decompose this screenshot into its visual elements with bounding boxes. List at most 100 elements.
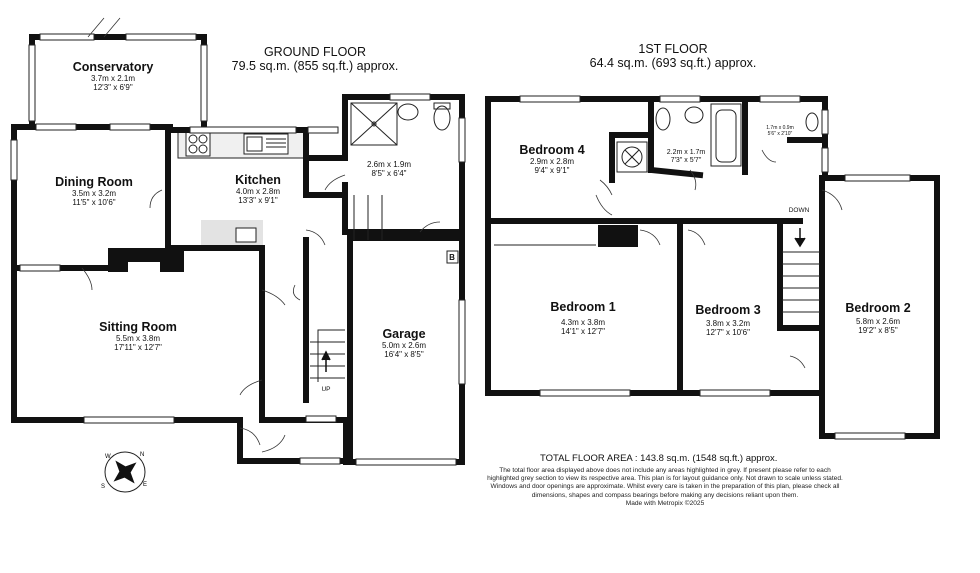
room-imperial: 16'4" x 8'5": [384, 350, 424, 359]
conservatory-window: [200, 44, 208, 122]
ground-stairs: [310, 195, 383, 382]
room-metric: 5.8m x 2.6m: [855, 317, 901, 326]
shower-tray: [350, 102, 398, 146]
room-imperial: 12'3" x 6'9": [93, 83, 133, 92]
door-swing: [821, 189, 843, 211]
wc-toilet-icon: [805, 112, 819, 132]
door-swing: [81, 267, 93, 291]
wall: [647, 166, 704, 179]
credit-text: Made with Metropix ©2025: [625, 499, 705, 507]
room-name: Garage: [382, 327, 426, 341]
room-imperial: 19'2" x 8'5": [858, 326, 898, 335]
room-metric: 5.5m x 3.8m: [115, 334, 161, 343]
ground-floor-area: 79.5 sq.m. (855 sq.ft.) approx.: [231, 59, 399, 73]
boiler-label: B: [449, 253, 455, 262]
window: [10, 139, 18, 181]
door-swing: [149, 189, 163, 209]
room-imperial: 5'6" x 2'10": [767, 131, 793, 137]
first-floor-area: 64.4 sq.m. (693 sq.ft.) approx.: [589, 56, 757, 70]
window: [539, 389, 631, 397]
room-metric: 5.0m x 2.6m: [381, 341, 427, 350]
window: [299, 457, 341, 465]
room-name: Bedroom 4: [519, 143, 585, 157]
room-kitchen: Kitchen 4.0m x 2.8m 13'3" x 9'1": [235, 173, 281, 205]
toilet-icon: [655, 107, 671, 131]
window: [821, 109, 829, 135]
door-swing: [239, 427, 261, 446]
window: [519, 95, 581, 103]
window: [189, 126, 297, 134]
window: [19, 264, 61, 272]
room-name: Conservatory: [72, 60, 154, 74]
window: [659, 95, 701, 103]
door-swing: [761, 149, 777, 163]
conservatory-window: [28, 44, 36, 122]
room-name: Dining Room: [55, 175, 133, 189]
room-metric: 2.2m x 1.7m: [666, 149, 706, 156]
cooker-icon: [235, 227, 257, 243]
room-bedroom-2: Bedroom 2 5.8m x 2.6m 19'2" x 8'5": [845, 301, 910, 335]
door-swing: [595, 194, 613, 216]
compass-w: W: [105, 454, 111, 460]
room-sitting: Sitting Room 5.5m x 3.8m 17'11" x 12'7": [99, 320, 177, 352]
room-metric: 3.7m x 2.1m: [90, 74, 135, 83]
compass-icon: W N S E: [101, 451, 147, 493]
room-name: Sitting Room: [99, 320, 177, 334]
room-name: Kitchen: [235, 173, 281, 187]
window: [834, 432, 906, 440]
ground-floor-drawing: [10, 17, 466, 466]
room-ground-bathroom: 2.6m x 1.9m 8'5" x 6'4": [367, 160, 411, 178]
compass-n: N: [140, 452, 144, 458]
basin-icon: [397, 103, 419, 121]
room-metric: 1.7m x 0.9m: [766, 125, 794, 131]
toilet-icon: [433, 105, 451, 131]
disclaimer-block: The total floor area displayed above doe…: [486, 467, 844, 508]
door-swing: [261, 289, 286, 306]
basin-icon: [684, 106, 704, 124]
room-conservatory: Conservatory 3.7m x 2.1m 12'3" x 6'9": [73, 60, 154, 92]
room-metric: 3.5m x 3.2m: [71, 189, 117, 198]
bath-tub-icon: [710, 103, 742, 167]
first-floor-heading: 1ST FLOOR 64.4 sq.m. (693 sq.ft.) approx…: [590, 42, 757, 70]
room-imperial: 14'1" x 12'7": [561, 327, 605, 336]
window: [759, 95, 801, 103]
disclaimer-text: The total floor area displayed above doe…: [487, 467, 843, 499]
hob-icon: [185, 131, 211, 157]
room-imperial: 17'11" x 12'7": [114, 343, 162, 352]
room-imperial: 9'4" x 9'1": [534, 166, 570, 175]
room-bedroom-4: Bedroom 4 2.9m x 2.8m 9'4" x 9'1": [519, 143, 584, 175]
room-imperial: 7'3" x 5'7": [670, 157, 702, 164]
room-imperial: 13'3" x 9'1": [238, 196, 278, 205]
door-swing: [261, 434, 286, 453]
window: [307, 126, 339, 134]
room-name: Bedroom 2: [845, 301, 911, 315]
airing-cupboard: [616, 141, 648, 173]
window: [699, 389, 771, 397]
first-stairs: [782, 228, 820, 313]
garage-window: [458, 299, 466, 385]
stairs-down-label: DOWN: [788, 207, 810, 214]
room-bedroom-1: Bedroom 1 4.3m x 3.8m 14'1" x 12'7": [550, 300, 615, 336]
first-floor-drawing: [485, 95, 940, 440]
room-name: Bedroom 1: [550, 300, 616, 314]
first-floor-title: 1ST FLOOR: [638, 42, 708, 56]
wardrobe-block: [598, 225, 638, 247]
room-metric: 4.0m x 2.8m: [235, 187, 280, 196]
door-swing: [639, 229, 661, 246]
compass-e: E: [143, 482, 147, 488]
stairs-up-label: UP: [321, 386, 331, 393]
hearth: [128, 262, 160, 272]
ground-floor-heading: GROUND FLOOR 79.5 sq.m. (855 sq.ft.) app…: [232, 45, 399, 73]
conservatory-window: [39, 33, 95, 41]
ground-floor-title: GROUND FLOOR: [263, 45, 367, 59]
door-swing: [419, 221, 441, 233]
boiler-box: [446, 250, 459, 264]
window: [109, 123, 151, 131]
door-swing: [687, 229, 706, 246]
door-swing: [324, 174, 346, 191]
room-bedroom-3: Bedroom 3 3.8m x 3.2m 12'7" x 10'6": [695, 303, 760, 337]
door-swing: [789, 355, 806, 369]
window: [83, 416, 175, 424]
room-metric: 2.6m x 1.9m: [366, 160, 412, 169]
